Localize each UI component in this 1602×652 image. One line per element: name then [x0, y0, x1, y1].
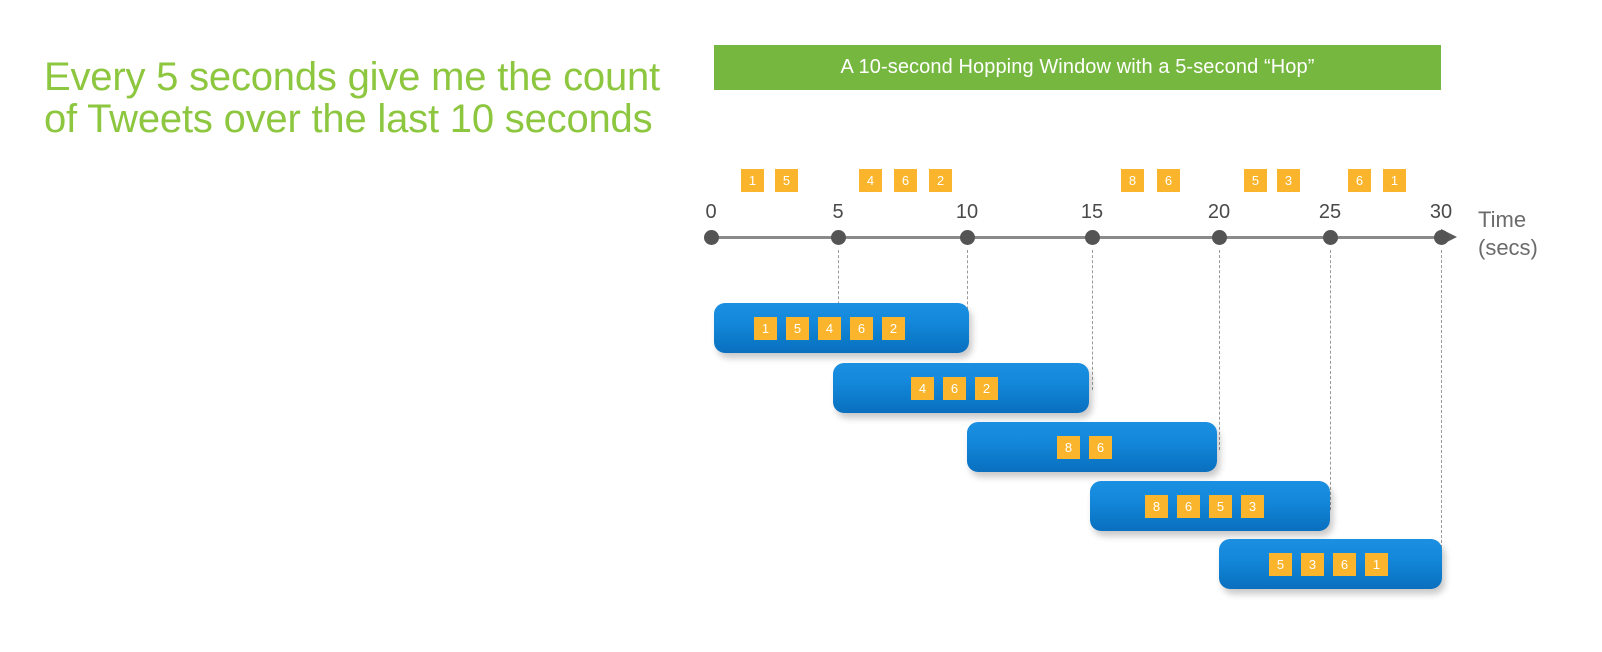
window-tweet-chip: 1: [754, 316, 777, 340]
window-tweet-chip: 5: [1209, 494, 1232, 518]
axis-tick-label: 15: [1080, 201, 1104, 223]
window-tweet-chip: 5: [1269, 552, 1292, 576]
diagram-title-text: A 10-second Hopping Window with a 5-seco…: [840, 56, 1315, 78]
timeline-axis: [711, 236, 1441, 239]
window-tweet-chip: 4: [818, 316, 841, 340]
window-tweet-chip: 6: [1177, 494, 1200, 518]
window-tweet-chip: 4: [911, 376, 934, 400]
axis-caption-line2: (secs): [1478, 234, 1538, 260]
window-boundary-dashed-line: [1330, 250, 1331, 510]
tweet-event-chip: 8: [1121, 169, 1144, 192]
window-boundary-dashed-line: [967, 250, 968, 330]
window-tweet-chip: 6: [1333, 552, 1356, 576]
axis-tick-label: 5: [832, 201, 844, 223]
axis-tick-dot: [1434, 230, 1449, 245]
window-tweet-chip: 6: [943, 376, 966, 400]
axis-caption-line1: Time: [1478, 207, 1527, 232]
tweet-event-chip: 5: [775, 169, 798, 192]
window-tweet-chip: 5: [786, 316, 809, 340]
axis-caption: Time (secs): [1478, 206, 1538, 261]
axis-tick-label: 0: [705, 201, 717, 223]
window-boundary-dashed-line: [838, 250, 839, 330]
axis-tick-dot: [1212, 230, 1227, 245]
tweet-event-chip: 4: [859, 169, 882, 192]
window-tweet-chip: 8: [1057, 435, 1080, 459]
page-title: Every 5 seconds give me the count of Twe…: [44, 55, 660, 141]
axis-tick-dot: [831, 230, 846, 245]
tweet-event-chip: 6: [1348, 169, 1371, 192]
axis-tick-label: 30: [1429, 201, 1453, 223]
tweet-event-chip: 6: [1157, 169, 1180, 192]
tweet-event-chip: 1: [1383, 169, 1406, 192]
window-boundary-dashed-line: [1441, 250, 1442, 568]
axis-tick-dot: [960, 230, 975, 245]
tweet-event-chip: 6: [894, 169, 917, 192]
window-tweet-chip: 3: [1301, 552, 1324, 576]
window-tweet-chip: 1: [1365, 552, 1388, 576]
window-tweet-chip: 2: [975, 376, 998, 400]
window-boundary-dashed-line: [1092, 250, 1093, 390]
tweet-event-chip: 5: [1244, 169, 1267, 192]
axis-tick-dot: [1323, 230, 1338, 245]
tweet-event-chip: 1: [741, 169, 764, 192]
window-tweet-chip: 8: [1145, 494, 1168, 518]
axis-tick-label: 20: [1207, 201, 1231, 223]
tweet-event-chip: 2: [929, 169, 952, 192]
window-tweet-chip: 6: [1089, 435, 1112, 459]
window-tweet-chip: 6: [850, 316, 873, 340]
axis-tick-label: 10: [955, 201, 979, 223]
axis-tick-dot: [1085, 230, 1100, 245]
axis-tick-dot: [704, 230, 719, 245]
diagram-title-banner: A 10-second Hopping Window with a 5-seco…: [714, 45, 1441, 90]
axis-tick-label: 25: [1318, 201, 1342, 223]
window-tweet-chip: 2: [882, 316, 905, 340]
window-boundary-dashed-line: [1219, 250, 1220, 450]
window-tweet-chip: 3: [1241, 494, 1264, 518]
tweet-event-chip: 3: [1277, 169, 1300, 192]
